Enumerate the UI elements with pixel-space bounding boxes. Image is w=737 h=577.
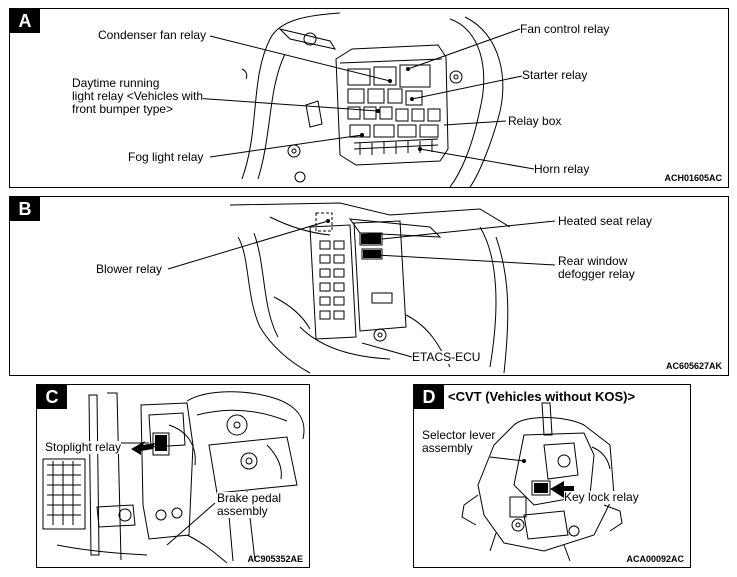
label-horn-relay: Horn relay (534, 162, 590, 176)
panel-c-code: AC905352AE (247, 554, 303, 564)
panel-a-code: ACH01605AC (664, 173, 722, 183)
panel-d-code: ACA00092AC (626, 554, 684, 564)
panel-a: A (9, 8, 729, 188)
label-stoplight-relay: Stoplight relay (45, 440, 122, 454)
label-brake-pedal-line2: assembly (217, 504, 268, 518)
panel-b-tag: B (10, 197, 40, 221)
label-drl-line1: Daytime running (72, 76, 160, 90)
label-blower-relay: Blower relay (96, 262, 163, 276)
label-drl-line2: light relay <Vehicles with (72, 89, 204, 103)
label-rear-window-line1: Rear window (558, 254, 628, 268)
panel-d-tag: D (414, 385, 444, 409)
label-heated-seat-relay: Heated seat relay (558, 214, 653, 228)
panel-a-tag: A (10, 9, 40, 33)
label-etacs-ecu: ETACS-ECU (412, 350, 481, 364)
panel-d-title: <CVT (Vehicles without KOS)> (448, 389, 636, 404)
label-selector-line2: assembly (422, 441, 473, 455)
panel-a-illustration (179, 12, 535, 187)
label-rear-window-line2: defogger relay (558, 267, 635, 281)
panel-d-illustration (461, 402, 623, 562)
panel-b: B (9, 196, 729, 376)
panel-c-illustration (42, 391, 305, 564)
panel-b-illustration (167, 202, 556, 374)
label-relay-box: Relay box (508, 114, 562, 128)
label-fan-control-relay: Fan control relay (520, 22, 610, 36)
panel-c-tag: C (37, 385, 67, 409)
panel-d: D <CVT (Vehicles without KOS)> (413, 384, 691, 568)
label-drl-line3: front bumper type> (72, 102, 174, 116)
label-starter-relay: Starter relay (522, 68, 588, 82)
label-condenser-fan-relay: Condenser fan relay (98, 28, 207, 42)
label-brake-pedal-line1: Brake pedal (217, 491, 282, 505)
label-selector-line1: Selector lever (422, 428, 496, 442)
panel-b-code: AC605627AK (665, 361, 722, 371)
label-key-lock-relay: Key lock relay (564, 490, 639, 504)
panel-c: C (36, 384, 310, 568)
label-fog-light-relay: Fog light relay (128, 150, 204, 164)
